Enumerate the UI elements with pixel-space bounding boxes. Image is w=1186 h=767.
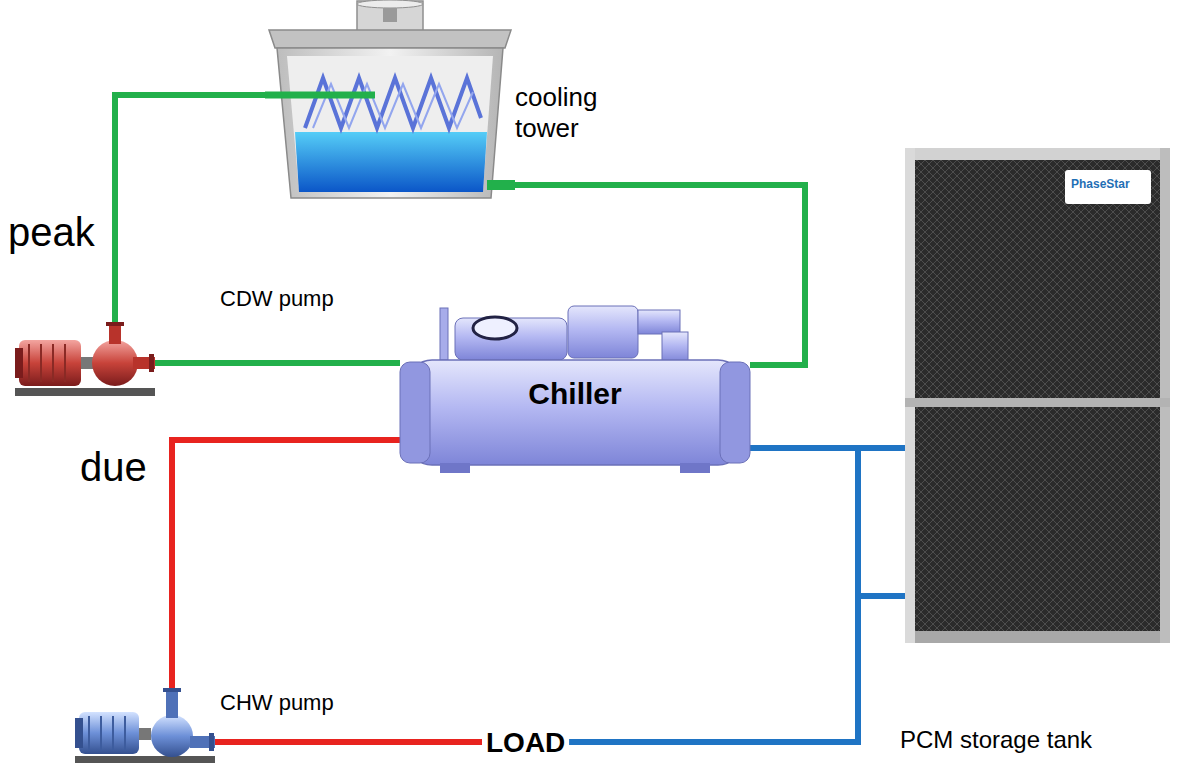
drawing-part xyxy=(357,1,423,31)
drawing-part xyxy=(124,716,126,750)
drawing-part xyxy=(1160,148,1170,643)
drawing-part xyxy=(151,715,193,757)
drawing-part xyxy=(400,362,430,463)
drawing-part xyxy=(905,148,1170,160)
drawing-part xyxy=(15,388,155,396)
drawing-part xyxy=(75,718,83,748)
drawing-part xyxy=(915,158,1160,633)
drawing-part xyxy=(106,322,124,326)
component-label: PCM storage tank xyxy=(900,726,1092,755)
drawing-part xyxy=(1065,170,1151,204)
pump-drawing xyxy=(75,688,215,764)
drawing-part xyxy=(112,716,114,750)
drawing-part xyxy=(305,78,481,128)
drawing-part xyxy=(149,354,154,372)
drawing-part xyxy=(720,362,750,463)
drawing-part xyxy=(440,463,470,473)
drawing-part xyxy=(905,148,915,643)
drawing-part xyxy=(269,30,511,48)
pcm-storage-tank: PhaseStarPCM storage tank xyxy=(905,148,1170,643)
drawing-part xyxy=(455,318,567,360)
drawing-part xyxy=(277,48,503,198)
drawing-part xyxy=(64,344,66,382)
load-node: LOAD xyxy=(482,724,569,762)
drawing-part xyxy=(92,340,138,386)
drawing-part xyxy=(662,332,688,362)
drawing-part xyxy=(915,158,1160,633)
pipe xyxy=(569,596,905,742)
drawing-part xyxy=(905,148,1170,643)
drawing-part xyxy=(100,716,102,750)
pump-drawing xyxy=(15,322,155,398)
drawing-part xyxy=(295,132,487,192)
component-label: CHW pump xyxy=(220,690,334,716)
slide-text-fragment: due xyxy=(80,443,147,491)
drawing-part xyxy=(166,688,178,718)
drawing-part xyxy=(357,0,423,8)
drawing-part xyxy=(313,84,473,128)
drawing-part xyxy=(19,340,81,386)
drawing-part xyxy=(408,360,742,465)
drawing-part xyxy=(487,180,515,190)
drawing-part xyxy=(88,716,90,750)
drawing-part xyxy=(440,308,448,360)
tank-drawing xyxy=(905,148,1170,643)
pipe xyxy=(172,440,400,688)
drawing-part xyxy=(52,344,54,382)
drawing-part xyxy=(568,306,638,358)
drawing-part xyxy=(265,92,375,99)
component-label: cooling tower xyxy=(515,82,625,144)
chiller: Chiller xyxy=(400,298,750,473)
drawing-part xyxy=(163,688,181,692)
component-label: PhaseStar xyxy=(1071,177,1130,191)
drawing-part xyxy=(139,728,151,740)
pipe xyxy=(569,448,858,742)
cooling-tower-drawing xyxy=(265,0,515,200)
drawing-part xyxy=(473,317,517,339)
drawing-part xyxy=(905,631,1170,643)
pipe xyxy=(215,739,482,745)
cooling-tower: cooling tower xyxy=(265,0,515,200)
drawing-part xyxy=(75,756,215,763)
drawing-part xyxy=(383,8,397,22)
drawing-part xyxy=(40,344,42,382)
component-label: CDW pump xyxy=(220,286,334,312)
drawing-part xyxy=(680,463,710,473)
pipe xyxy=(155,360,400,366)
drawing-part xyxy=(79,712,139,754)
drawing-part xyxy=(15,348,23,378)
drawing-part xyxy=(209,733,214,751)
component-label: LOAD xyxy=(486,726,565,760)
drawing-part xyxy=(905,398,1170,407)
chilled-water-pump: CHW pump xyxy=(75,688,215,764)
drawing-part xyxy=(28,344,30,382)
drawing-part xyxy=(638,310,680,334)
slide-text-fragment: peak xyxy=(8,208,95,256)
condenser-water-pump: CDW pump xyxy=(15,322,155,398)
component-label: Chiller xyxy=(400,376,750,412)
